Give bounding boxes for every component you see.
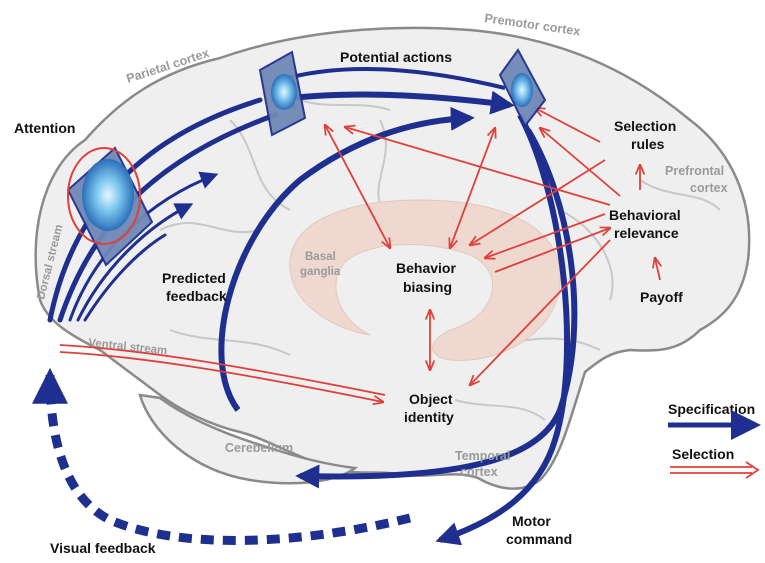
ventral-stream-arrow — [59, 344, 386, 402]
behavioral-relevance-label-2: relevance — [614, 225, 679, 241]
prefrontal-cortex-label-2: cortex — [690, 181, 728, 195]
motor-command-label-2: command — [506, 531, 572, 547]
legend-selection-head — [745, 461, 760, 479]
cerebellum-lobe — [138, 393, 359, 485]
potential-actions-arrow — [279, 66, 506, 90]
selection-rules-label: Selection — [614, 118, 676, 134]
temporal-cortex-label-2: cortex — [460, 465, 498, 479]
basal-ganglia-label-2: ganglia — [300, 266, 341, 278]
prefrontal-cortex-label: Prefrontal — [665, 164, 724, 178]
behavior-biasing-label-2: biasing — [403, 279, 452, 295]
basal-ganglia-label: Basal — [305, 251, 336, 263]
selection-rules-label-2: rules — [631, 136, 665, 152]
premotor-patch — [498, 48, 547, 128]
object-identity-label-2: identity — [404, 409, 454, 425]
parietal-patch — [258, 50, 307, 137]
predicted-feedback-label-2: feedback — [166, 288, 227, 304]
behavioral-relevance-label: Behavioral — [609, 207, 681, 223]
object-identity-label: Object — [409, 391, 453, 407]
attention-label: Attention — [14, 120, 75, 136]
legend: Specification Selection — [668, 401, 761, 479]
payoff-label: Payoff — [640, 289, 683, 305]
legend-selection-label: Selection — [672, 446, 734, 462]
temporal-cortex-label: Temporal — [455, 449, 510, 463]
motor-command-label: Motor — [512, 513, 551, 529]
attention-patch — [66, 146, 154, 267]
behavior-biasing-label: Behavior — [396, 260, 456, 276]
selection-arrows — [325, 108, 660, 385]
parietal-premotor-arrow — [270, 85, 515, 115]
cerebellum-label: Cerebellum — [225, 441, 293, 455]
potential-actions-label: Potential actions — [340, 49, 452, 65]
legend-specification-label: Specification — [668, 401, 755, 417]
predicted-feedback-label: Predicted — [162, 270, 226, 286]
visual-feedback-arrow — [32, 367, 412, 545]
visual-feedback-label: Visual feedback — [50, 540, 156, 556]
cerebellum-loop-arrow — [218, 106, 475, 412]
